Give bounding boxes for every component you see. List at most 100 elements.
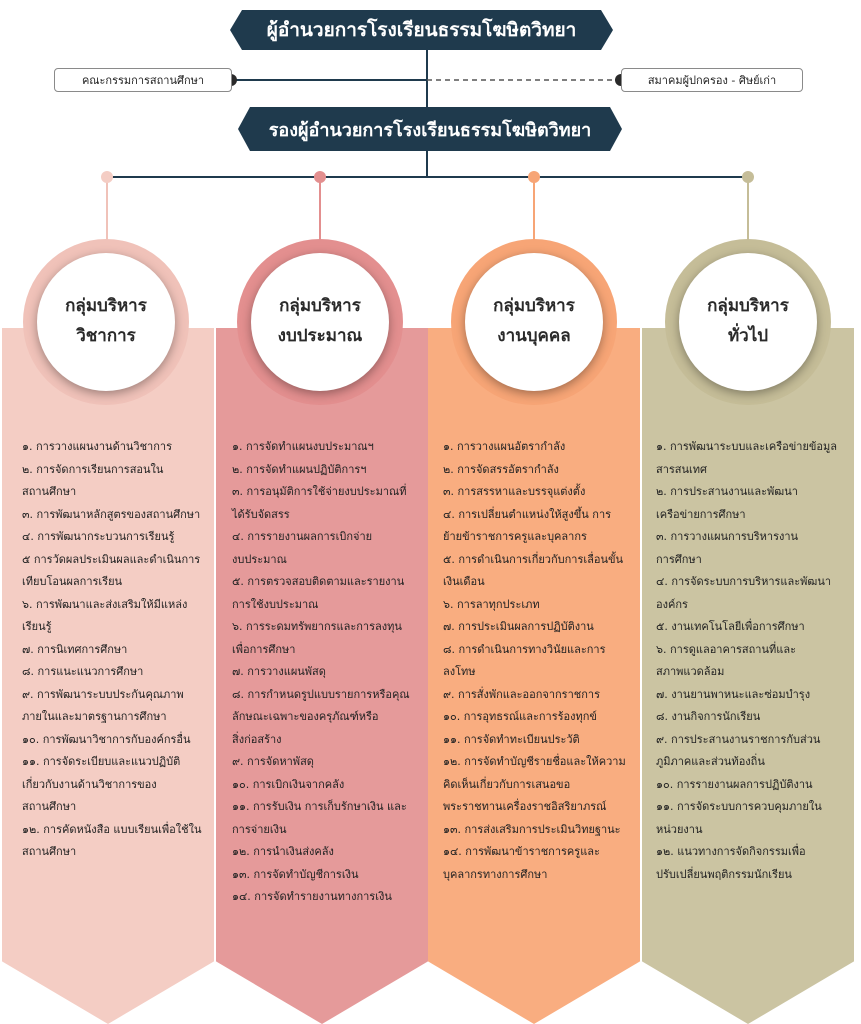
task-item: ๖. การพัฒนาและส่งเสริมให้มีแหล่ง xyxy=(22,597,188,611)
task-item: ๕. การดำเนินการเกี่ยวกับการเลื่อนขั้น xyxy=(443,552,624,566)
column-general xyxy=(642,328,854,1024)
group-title-line2: วิชาการ xyxy=(76,326,136,346)
task-item: การศึกษา xyxy=(656,552,702,566)
task-item: ๙. การจัดหาพัสดุ xyxy=(232,755,314,768)
task-item: ๑๒. การคัดหนังสือ แบบเรียนเพื่อใช้ใน xyxy=(22,822,202,836)
task-item: ๙. การพัฒนาระบบประกันคุณภาพ xyxy=(22,687,184,701)
column-personnel xyxy=(428,328,640,1024)
task-list-budget: ๑. การจัดทำแผนงบประมาณฯ๒. การจัดทำแผนปฏิ… xyxy=(232,436,422,909)
task-item: ๕. งานเทคโนโลยีเพื่อการศึกษา xyxy=(656,620,805,633)
connector-dot-academic xyxy=(101,171,113,183)
task-item: ๑๑. การจัดระเบียบและแนวปฏิบัติ xyxy=(22,755,181,768)
task-item: ๗. การนิเทศการศึกษา xyxy=(22,642,128,656)
column-academic xyxy=(2,328,214,1024)
parents-alumni-label: สมาคมผู้ปกครอง - ศิษย์เก่า xyxy=(647,74,777,87)
task-item: ๑๐. การรายงานผลการปฏิบัติงาน xyxy=(656,777,813,791)
task-item: ๑๐. การเบิกเงินจากคลัง xyxy=(232,777,345,791)
task-item: เพื่อการศึกษา xyxy=(232,642,296,656)
task-item: เรียนรู้ xyxy=(22,620,52,633)
task-item: ๔. การจัดระบบการบริหารและพัฒนา xyxy=(656,575,832,588)
task-item: ๑๓. การส่งเสริมการประเมินวิทยฐานะ xyxy=(443,822,621,836)
circle-general: กลุ่มบริหาร ทั่วไป xyxy=(679,253,817,391)
task-item: ๑. การพัฒนาระบบและเครือข่ายข้อมูล xyxy=(656,440,838,453)
task-list-general: ๑. การพัฒนาระบบและเครือข่ายข้อมูลสารสนเท… xyxy=(656,436,846,886)
task-item: ๑๐. การพัฒนาวิชาการกับองค์กรอื่น xyxy=(22,732,191,746)
deputy-banner: รองผู้อำนวยการโรงเรียนธรรมโฆษิตวิทยา xyxy=(238,107,622,151)
task-item: ภายในและมาตรฐานการศึกษา xyxy=(22,710,167,723)
task-item: ย้ายข้าราชการครูและบุคลากร xyxy=(443,530,587,543)
task-item: องค์กร xyxy=(656,597,688,611)
task-item: ภูมิภาคและส่วนท้องถิ่น xyxy=(656,755,765,768)
task-item: สารสนเทศ xyxy=(656,462,708,476)
task-item: ๕ การวัดผลประเมินผลและดำเนินการ xyxy=(22,552,201,566)
task-list-personnel: ๑. การวางแผนอัตรากำลัง๒. การจัดสรรอัตราก… xyxy=(443,436,633,886)
task-item: ๑. การจัดทำแผนงบประมาณฯ xyxy=(232,440,374,453)
director-title: ผู้อำนวยการโรงเรียนธรรมโฆษิตวิทยา xyxy=(266,19,577,41)
task-item: บุคลากรทางการศึกษา xyxy=(443,867,548,881)
task-item: ๙. การสั่งพักและออกจากราชการ xyxy=(443,687,600,701)
task-item: ลักษณะเฉพาะของครุภัณฑ์หรือ xyxy=(232,710,379,723)
circle-budget: กลุ่มบริหาร งบประมาณ xyxy=(251,253,389,391)
task-item: ๘. งานกิจการนักเรียน xyxy=(656,710,761,723)
committee-label: คณะกรรมการสถานศึกษา xyxy=(81,74,205,87)
task-item: ๑๑. การจัดระบบการควบคุมภายใน xyxy=(656,800,822,813)
task-item: ๗. การประเมินผลการปฏิบัติงาน xyxy=(443,620,594,633)
connector-dot-personnel xyxy=(528,171,540,183)
task-item: ๖. การดูแลอาคารสถานที่และ xyxy=(656,642,796,656)
task-item: ๘. การกำหนดรูปแบบรายการหรือคุณ xyxy=(232,687,410,701)
task-item: ๑๔. การพัฒนาข้าราชการครูและ xyxy=(443,845,600,858)
task-item: ๓. การสรรหาและบรรจุแต่งตั้ง xyxy=(443,485,586,498)
task-item: สถานศึกษา xyxy=(22,800,77,813)
connector-dot-general xyxy=(742,171,754,183)
task-item: เทียบโอนผลการเรียน xyxy=(22,575,123,588)
task-list-academic: ๑. การวางแผนงานด้านวิชาการ๒. การจัดการเร… xyxy=(22,436,212,864)
task-item: ปรับเปลี่ยนพฤติกรรมนักเรียน xyxy=(656,867,792,881)
task-item: ๑๑. การจัดทำทะเบียนประวัติ xyxy=(443,732,580,746)
deputy-title: รองผู้อำนวยการโรงเรียนธรรมโฆษิตวิทยา xyxy=(268,119,592,141)
task-item: ๒. การจัดการเรียนการสอนใน xyxy=(22,462,164,476)
task-item: หน่วยงาน xyxy=(656,822,703,836)
task-item: ๖. การระดมทรัพยากรและการลงทุน xyxy=(232,620,402,633)
committee-box: คณะกรรมการสถานศึกษา xyxy=(54,68,232,92)
task-item: ๔. การพัฒนากระบวนการเรียนรู้ xyxy=(22,530,175,543)
task-item: ๑๓. การจัดทำบัญชีการเงิน xyxy=(232,867,359,881)
circle-personnel: กลุ่มบริหาร งานบุคคล xyxy=(465,253,603,391)
task-item: ๗. การวางแผนพัสดุ xyxy=(232,665,326,678)
task-item: ๒. การประสานงานและพัฒนา xyxy=(656,485,798,498)
task-item: ๑๑. การรับเงิน การเก็บรักษาเงิน และ xyxy=(232,800,407,813)
parents-alumni-box: สมาคมผู้ปกครอง - ศิษย์เก่า xyxy=(621,68,803,92)
task-item: ๑๐. การอุทธรณ์และการร้องทุกข์ xyxy=(443,710,597,723)
task-item: ๔. การเปลี่ยนตำแหน่งให้สูงขึ้น การ xyxy=(443,507,612,521)
task-item: ๒. การจัดสรรอัตรากำลัง xyxy=(443,462,559,476)
group-title-line2: ทั่วไป xyxy=(727,326,769,346)
task-item: ๑๒. การจัดทำบัญชีรายชื่อและให้ความ xyxy=(443,755,626,768)
task-item: ได้รับจัดสรร xyxy=(232,507,290,521)
task-item: ๑๒. การนำเงินส่งคลัง xyxy=(232,845,334,858)
task-item: การจ่ายเงิน xyxy=(232,822,287,836)
task-item: ๘. การแนะแนวการศึกษา xyxy=(22,665,144,678)
connector-dot-budget xyxy=(314,171,326,183)
task-item: ๑. การวางแผนงานด้านวิชาการ xyxy=(22,440,172,453)
task-item: สภาพแวดล้อม xyxy=(656,665,725,678)
task-item: เงินเดือน xyxy=(443,575,485,588)
task-item: ๑๒. แนวทางการจัดกิจกรรมเพื่อ xyxy=(656,845,806,858)
task-item: ๗. งานยานพาหนะและซ่อมบำรุง xyxy=(656,687,811,701)
task-item: คิดเห็นเกี่ยวกับการเสนอขอ xyxy=(443,777,571,791)
group-title-line1: กลุ่มบริหาร xyxy=(65,296,147,317)
task-item: สถานศึกษา xyxy=(22,845,77,858)
column-budget xyxy=(216,328,428,1024)
task-item: ๓. การพัฒนาหลักสูตรของสถานศึกษา xyxy=(22,507,201,521)
task-item: งบประมาณ xyxy=(232,552,287,566)
task-item: สถานศึกษา xyxy=(22,485,77,498)
task-item: ๓. การอนุมัติการใช้จ่ายงบประมาณที่ xyxy=(232,485,407,498)
director-banner: ผู้อำนวยการโรงเรียนธรรมโฆษิตวิทยา xyxy=(230,10,613,50)
task-item: ๓. การวางแผนการบริหารงาน xyxy=(656,530,799,543)
task-item: ๑๔. การจัดทำรายงานทางการเงิน xyxy=(232,890,392,903)
task-item: การใช้งบประมาณ xyxy=(232,597,319,611)
task-item: ๕. การตรวจสอบติดตามและรายงาน xyxy=(232,575,405,588)
task-item: ๔. การรายงานผลการเบิกจ่าย xyxy=(232,530,373,543)
task-item: ๑. การวางแผนอัตรากำลัง xyxy=(443,440,566,453)
task-item: เกี่ยวกับงานด้านวิชาการของ xyxy=(22,777,157,791)
task-item: ๒. การจัดทำแผนปฏิบัติการฯ xyxy=(232,462,367,476)
task-item: พระราชทานเครื่องราชอิสริยาภรณ์ xyxy=(443,800,607,813)
